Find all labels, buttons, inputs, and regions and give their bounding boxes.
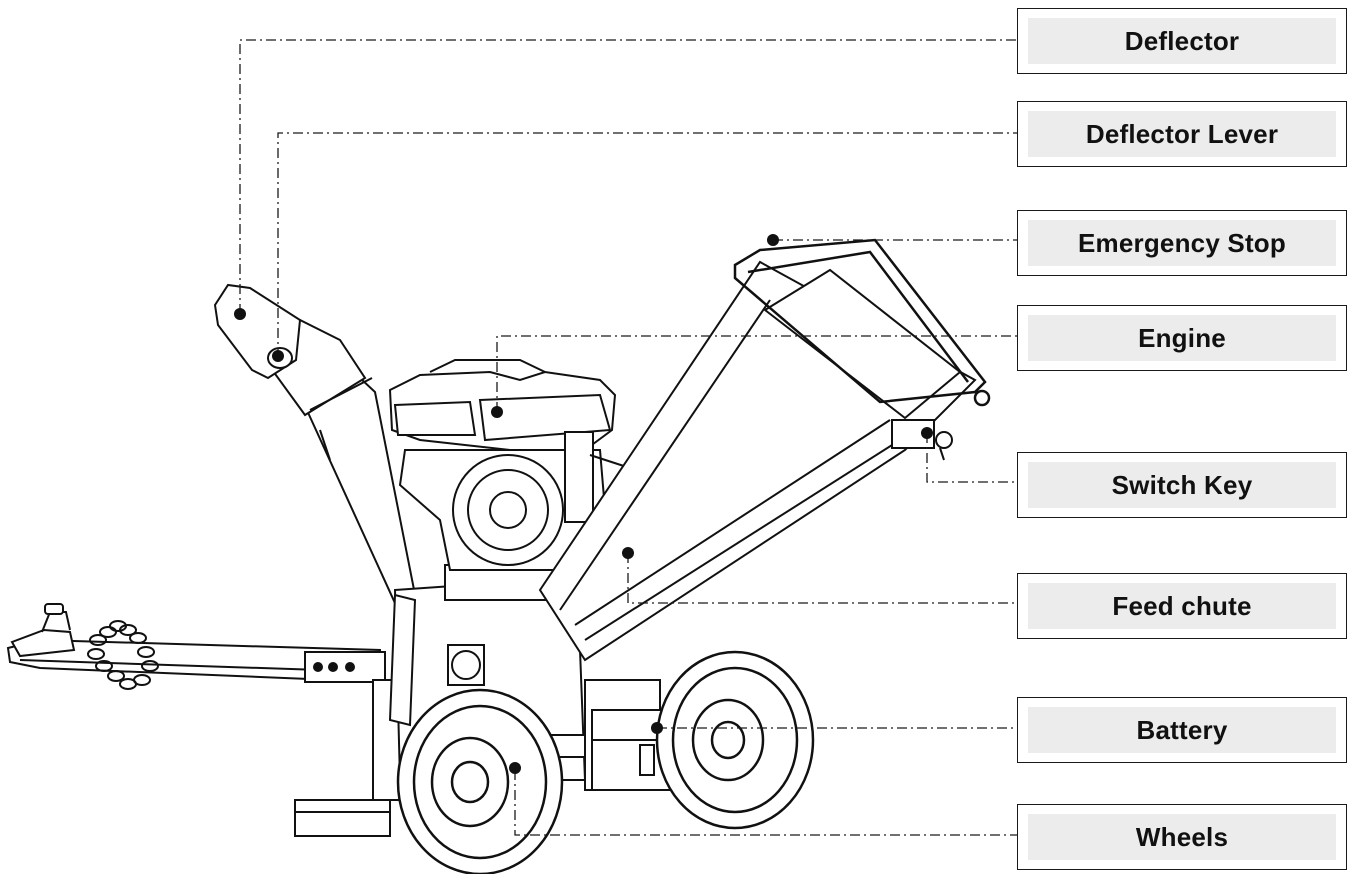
dot-emergency-stop <box>767 234 779 246</box>
leader-deflector-lever <box>277 132 1017 358</box>
dot-feed-chute <box>622 547 634 559</box>
label-deflector-lever: Deflector Lever <box>1017 101 1347 167</box>
leader-lines <box>239 39 1017 836</box>
hitch-coupler <box>10 603 76 658</box>
dot-battery <box>651 722 663 734</box>
label-battery: Battery <box>1017 697 1347 763</box>
label-emergency-stop-text: Emergency Stop <box>1028 220 1336 266</box>
dot-deflector <box>234 308 246 320</box>
leader-feed-chute <box>627 553 1017 604</box>
dot-deflector-lever <box>272 350 284 362</box>
dot-wheels <box>509 762 521 774</box>
label-wheels: Wheels <box>1017 804 1347 870</box>
label-deflector-text: Deflector <box>1028 18 1336 64</box>
feed-chute-hopper <box>538 260 977 662</box>
deflector-hood <box>213 283 302 380</box>
label-feed-chute: Feed chute <box>1017 573 1347 639</box>
callout-dots <box>234 234 933 774</box>
leader-wheels <box>514 770 1017 836</box>
rear-wheel <box>655 650 815 830</box>
label-deflector: Deflector <box>1017 8 1347 74</box>
dot-engine <box>491 406 503 418</box>
leader-deflector <box>239 39 1017 314</box>
engine-block <box>388 359 632 571</box>
leader-switch-key <box>926 433 1017 483</box>
label-emergency-stop: Emergency Stop <box>1017 210 1347 276</box>
dot-switch-key <box>921 427 933 439</box>
label-engine-text: Engine <box>1028 315 1336 361</box>
label-wheels-text: Wheels <box>1028 814 1336 860</box>
front-wheel <box>396 688 564 874</box>
leader-engine <box>496 335 1017 412</box>
label-engine: Engine <box>1017 305 1347 371</box>
stand-foot <box>294 679 402 837</box>
label-battery-text: Battery <box>1028 707 1336 753</box>
hopper-handle <box>733 238 991 407</box>
label-switch-key: Switch Key <box>1017 452 1347 518</box>
switch-key-bracket <box>891 419 953 461</box>
label-deflector-lever-text: Deflector Lever <box>1028 111 1336 157</box>
label-switch-key-text: Switch Key <box>1028 462 1336 508</box>
safety-chain <box>87 620 159 690</box>
label-feed-chute-text: Feed chute <box>1028 583 1336 629</box>
